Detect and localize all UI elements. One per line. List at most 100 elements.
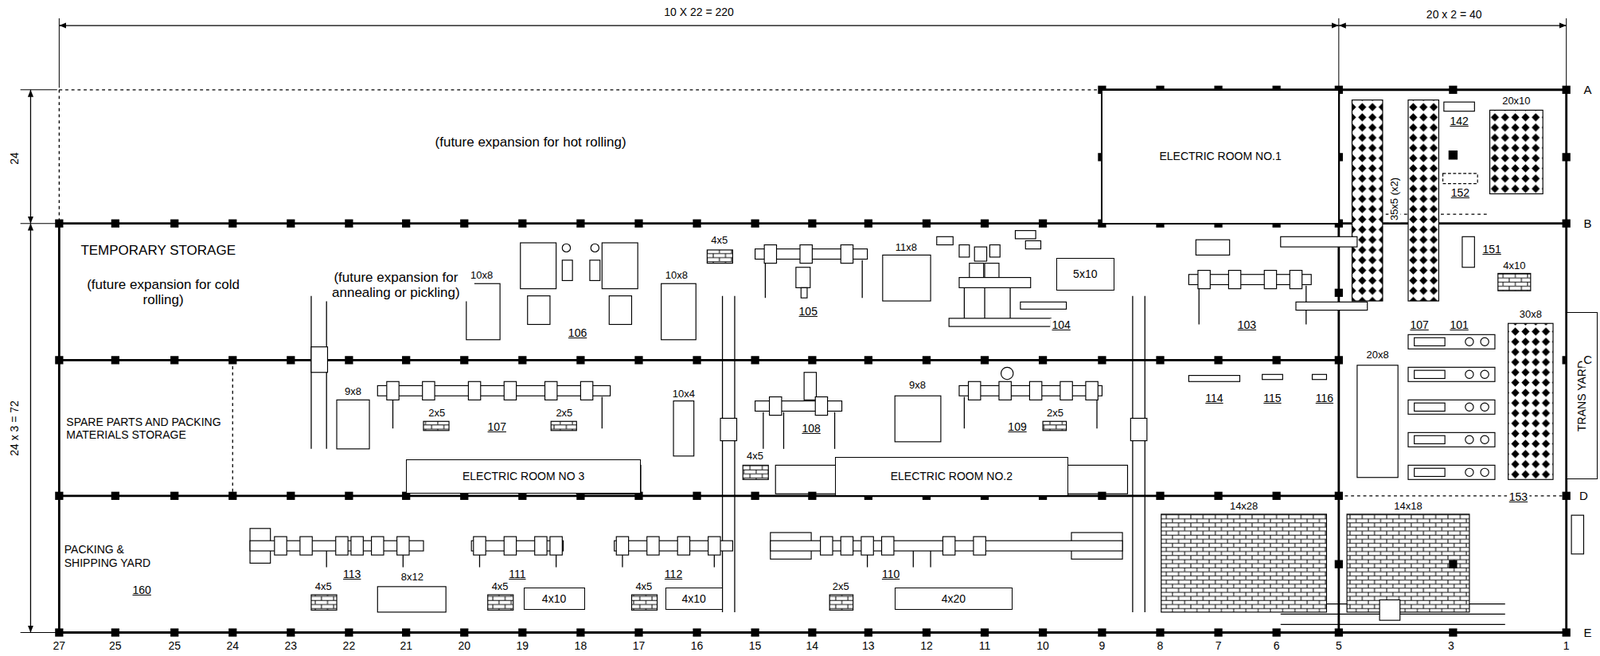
equipment-shape <box>1498 273 1531 291</box>
column-marker <box>401 628 410 637</box>
roll-symbol <box>590 243 599 252</box>
equipment-shape <box>1414 468 1445 477</box>
size-label: 8x12 <box>399 571 426 584</box>
equipment-box: 4x20 <box>894 587 1012 610</box>
equipment-shape <box>335 536 348 555</box>
column-number: 18 <box>573 639 590 652</box>
equipment-shape <box>503 536 516 555</box>
equipment-shape <box>1262 374 1284 379</box>
equipment-shape <box>1443 173 1479 184</box>
column-marker <box>170 628 179 637</box>
grid-line <box>764 260 766 298</box>
node-label: 5x10 <box>1073 268 1097 281</box>
column-marker <box>1213 355 1222 364</box>
column-marker <box>1334 560 1343 569</box>
equipment-shape <box>764 245 777 264</box>
equipment-shape <box>1264 270 1277 289</box>
grid-line <box>58 89 60 224</box>
column-marker <box>1448 560 1457 569</box>
equipment-shape <box>840 536 853 555</box>
node-label: TRANS YARD <box>1576 360 1589 432</box>
grid-line <box>20 632 58 633</box>
size-label: 10x8 <box>663 269 690 282</box>
equipment-shape <box>422 381 435 400</box>
building-grid <box>20 18 1567 633</box>
equipment-shape <box>948 318 1051 327</box>
equipment-shape <box>1014 230 1036 239</box>
grid-line <box>58 223 61 633</box>
column-marker <box>1334 491 1343 500</box>
equipment-shape <box>1195 239 1230 255</box>
column-number: 12 <box>918 639 935 652</box>
equipment-shape <box>1408 366 1495 382</box>
column-marker <box>750 219 759 228</box>
dimension-lines <box>30 25 1566 633</box>
area-label: SPARE PARTS AND PACKING MATERIALS STORAG… <box>64 415 231 441</box>
column-marker <box>170 219 179 228</box>
equipment-box: 4x10 <box>665 587 723 610</box>
column-number: 5 <box>1334 639 1344 652</box>
column-number: 15 <box>747 639 764 652</box>
equipment-shape <box>882 254 931 301</box>
equipment-shape <box>677 536 690 555</box>
column-marker <box>1562 152 1571 161</box>
equipment-shape <box>1414 337 1445 346</box>
equipment-shape <box>989 245 1000 258</box>
equipment-shape <box>942 536 955 555</box>
grid-line <box>783 412 785 449</box>
column-marker <box>1334 288 1343 297</box>
equipment-shape <box>1357 365 1398 478</box>
equipment-shape <box>708 536 721 555</box>
column-marker <box>1272 491 1281 500</box>
equipment-shape <box>840 245 853 264</box>
equipment-shape <box>1346 514 1470 613</box>
equipment-shape <box>959 277 1031 289</box>
column-marker <box>864 628 873 637</box>
equipment-shape <box>300 536 313 555</box>
column-number: 11 <box>977 639 993 652</box>
grid-line <box>601 397 603 430</box>
roll-symbol <box>1465 337 1474 346</box>
equipment-shape <box>423 421 449 431</box>
roll-symbol <box>1480 337 1489 346</box>
column-marker <box>401 355 410 364</box>
column-marker <box>750 355 759 364</box>
column-marker <box>1155 491 1164 500</box>
column-marker <box>518 628 527 637</box>
column-marker <box>980 355 989 364</box>
column-number: 25 <box>107 639 124 652</box>
column-marker <box>344 628 353 637</box>
column-number: 24 <box>224 639 241 652</box>
column-marker <box>634 219 643 228</box>
size-label: 14x18 <box>1392 499 1424 512</box>
equipment-shape <box>1085 381 1098 400</box>
area-label: (future expansion for annealing or pickl… <box>317 269 474 301</box>
equipment-shape <box>769 397 782 416</box>
equipment-shape <box>800 287 808 298</box>
equipment-shape <box>550 421 577 431</box>
grid-line <box>392 397 394 430</box>
grid-line <box>1565 18 1567 88</box>
column-marker <box>54 355 63 364</box>
callout-number: 113 <box>341 567 363 581</box>
callout-number: 101 <box>1447 317 1470 331</box>
column-marker <box>576 628 585 637</box>
equipment-shape <box>1020 301 1067 309</box>
equipment-shape <box>861 536 874 555</box>
column-marker <box>111 491 120 500</box>
grid-line <box>1144 296 1146 613</box>
node-label: ELECTRIC ROOM NO.2 <box>890 470 1013 483</box>
equipment-shape <box>371 536 384 555</box>
column-marker <box>228 628 237 637</box>
column-marker <box>1155 628 1164 637</box>
column-marker <box>1272 628 1281 637</box>
callout-number: 151 <box>1480 242 1503 256</box>
column-marker <box>692 628 701 637</box>
grid-line <box>20 89 58 90</box>
equipment-box: 4x10 <box>523 587 586 610</box>
equipment-shape <box>351 536 363 555</box>
equipment-shape <box>1443 101 1475 112</box>
equipment-shape <box>829 594 853 610</box>
column-number: 14 <box>804 639 821 652</box>
dimension-label: 24 <box>7 150 21 167</box>
